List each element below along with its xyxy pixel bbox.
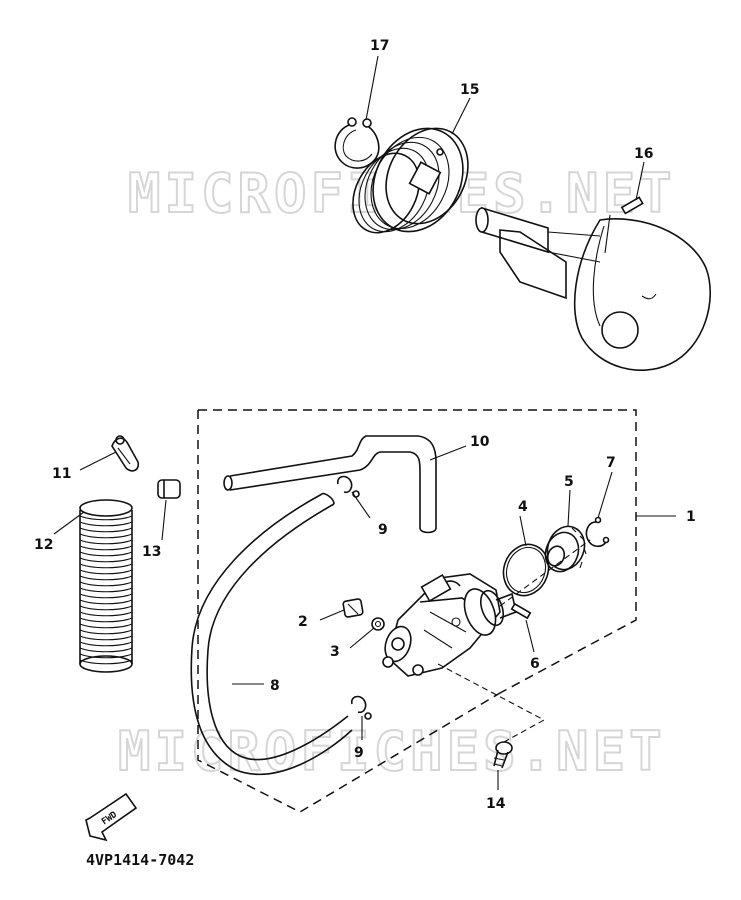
spring-coil <box>79 551 133 557</box>
part-17-circlip <box>334 117 380 169</box>
part-16-pin <box>620 196 644 215</box>
callout-9-upper: 9 <box>378 522 388 538</box>
callout-7: 7 <box>606 455 616 471</box>
spring-coil <box>79 539 133 545</box>
assembly-boundary <box>197 409 637 813</box>
spring-coil <box>79 533 133 539</box>
leader-lines <box>53 55 676 790</box>
diagram-code: 4VP1414-7042 <box>86 851 194 869</box>
callout-4: 4 <box>518 499 528 515</box>
spring-coil <box>79 593 133 599</box>
callout-14: 14 <box>486 796 506 812</box>
part-8-hose <box>190 492 353 776</box>
spring-coil <box>79 659 133 665</box>
callout-6: 6 <box>530 656 540 672</box>
alignment-line-gear <box>499 539 591 607</box>
part-15-pulley <box>352 127 469 234</box>
spring-coil <box>79 629 133 635</box>
callout-9-lower: 9 <box>354 745 364 761</box>
callout-11: 11 <box>52 466 71 482</box>
fwd-label: FWD <box>100 810 120 828</box>
callout-16: 16 <box>634 146 653 162</box>
part-12-spring <box>79 499 133 673</box>
spring-coil <box>79 587 133 593</box>
callout-numbers: 1 2 3 4 5 6 7 8 9 9 10 11 12 13 14 15 16… <box>34 38 696 812</box>
part-4-oring <box>502 543 550 597</box>
spring-coil <box>79 545 133 551</box>
part-10-hose <box>223 435 437 534</box>
callout-12: 12 <box>34 537 53 553</box>
spring-coil <box>79 611 133 617</box>
part-14-screw <box>493 741 513 769</box>
spring-coil <box>79 623 133 629</box>
fwd-arrow-icon: FWD <box>85 792 138 842</box>
part-5-gear <box>544 525 587 573</box>
callout-2: 2 <box>298 614 308 630</box>
part-7-circlip <box>585 516 610 548</box>
callout-1: 1 <box>686 509 696 525</box>
part-2-bolt <box>342 598 364 618</box>
callout-17: 17 <box>370 38 389 54</box>
callout-10: 10 <box>470 434 490 450</box>
spring-coil <box>79 617 133 623</box>
spring-coil <box>79 635 133 641</box>
spring-coil <box>79 647 133 653</box>
spring-coil <box>79 521 133 527</box>
alignment-line-screw <box>437 663 546 743</box>
spring-coil <box>79 599 133 605</box>
spring-coil <box>79 605 133 611</box>
spring-coil <box>79 527 133 533</box>
part-6-pin <box>510 602 532 620</box>
watermark-bottom: MICROFICHES.NET <box>118 720 666 783</box>
spring-coil <box>79 575 133 581</box>
crankshaft-assembly <box>475 206 712 371</box>
spring-coil <box>79 569 133 575</box>
part-11-clip <box>111 435 140 472</box>
callout-5: 5 <box>564 474 574 490</box>
callout-3: 3 <box>330 644 340 660</box>
part-13-cap <box>157 479 181 499</box>
callout-13: 13 <box>142 544 161 560</box>
callout-15: 15 <box>460 82 479 98</box>
part-12-spring-coils <box>79 515 133 665</box>
spring-coil <box>79 653 133 659</box>
spring-coil <box>79 557 133 563</box>
spring-coil <box>79 515 133 521</box>
spring-coil <box>79 581 133 587</box>
part-9-clamp-upper <box>336 475 360 498</box>
spring-coil <box>79 641 133 647</box>
part-9-clamp-lower <box>350 695 372 720</box>
spring-coil <box>79 563 133 569</box>
oil-pump-body <box>382 573 517 677</box>
callout-8: 8 <box>270 678 280 694</box>
part-3-washer <box>371 617 385 631</box>
